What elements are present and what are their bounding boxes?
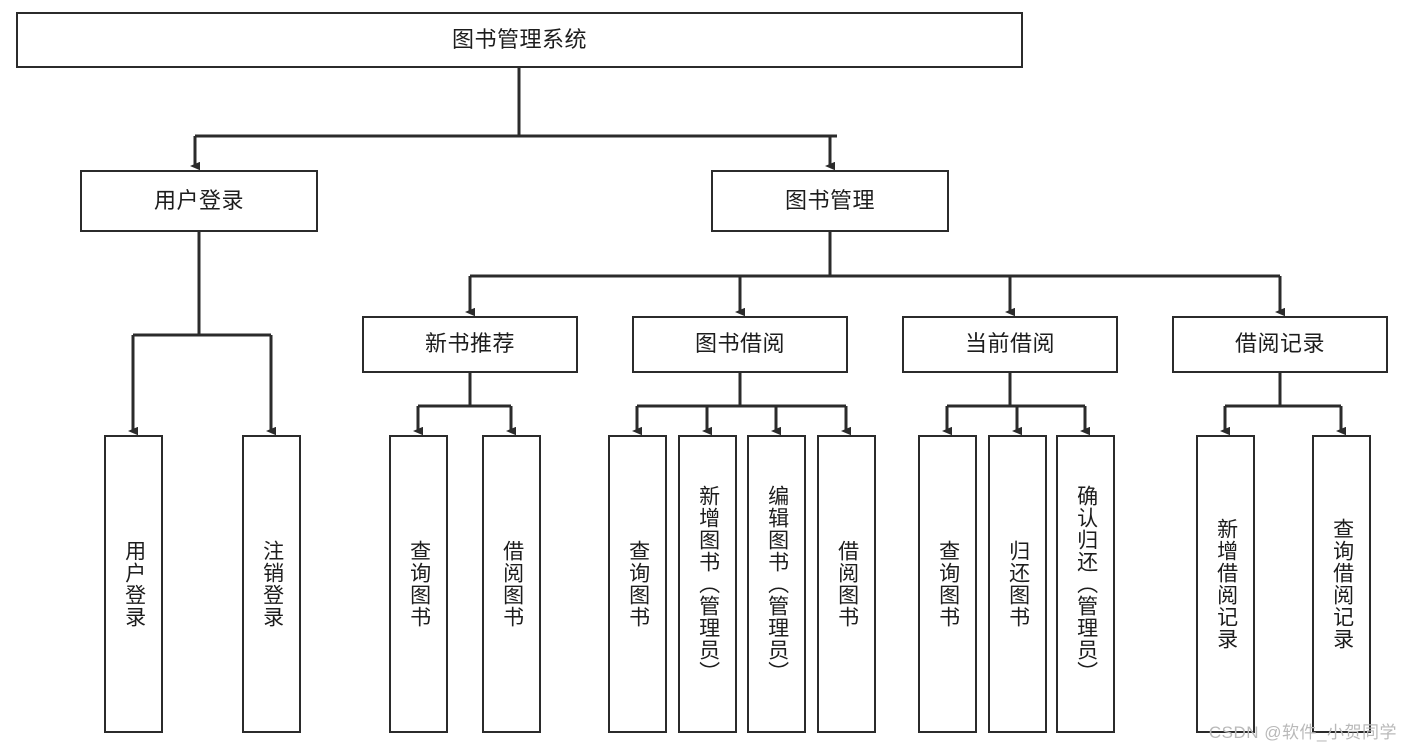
node-root[interactable]: 图书管理系统 bbox=[16, 12, 1023, 68]
node-login-label: 用户登录 bbox=[153, 187, 244, 213]
node-leaf-add-borrow-record[interactable]: 新增借阅记录 bbox=[1196, 435, 1255, 733]
node-leaf-edit-book-admin[interactable]: 编辑图书（管理员） bbox=[747, 435, 806, 733]
node-leaf-query-book-current-label: 查询图书 bbox=[936, 540, 960, 628]
node-leaf-confirm-return-admin-label: 确认归还（管理员） bbox=[1074, 485, 1098, 683]
node-leaf-edit-book-admin-label: 编辑图书（管理员） bbox=[765, 485, 789, 683]
node-book-mgmt-label: 图书管理 bbox=[784, 187, 875, 213]
node-leaf-add-book-admin[interactable]: 新增图书（管理员） bbox=[678, 435, 737, 733]
node-book-borrow[interactable]: 图书借阅 bbox=[632, 316, 848, 373]
node-leaf-query-book-rec-label: 查询图书 bbox=[407, 540, 431, 628]
node-leaf-return-book-label: 归还图书 bbox=[1006, 540, 1030, 628]
node-leaf-add-book-admin-label: 新增图书（管理员） bbox=[696, 485, 720, 683]
node-leaf-borrow-book[interactable]: 借阅图书 bbox=[817, 435, 876, 733]
node-leaf-borrow-book-rec-label: 借阅图书 bbox=[500, 540, 524, 628]
node-book-mgmt[interactable]: 图书管理 bbox=[711, 170, 949, 232]
node-leaf-borrow-book-rec[interactable]: 借阅图书 bbox=[482, 435, 541, 733]
node-new-book-rec[interactable]: 新书推荐 bbox=[362, 316, 578, 373]
node-leaf-borrow-book-label: 借阅图书 bbox=[835, 540, 859, 628]
node-leaf-query-borrow-record[interactable]: 查询借阅记录 bbox=[1312, 435, 1371, 733]
node-book-borrow-label: 图书借阅 bbox=[694, 331, 785, 357]
node-leaf-return-book[interactable]: 归还图书 bbox=[988, 435, 1047, 733]
node-leaf-query-book-borrow[interactable]: 查询图书 bbox=[608, 435, 667, 733]
node-root-label: 图书管理系统 bbox=[451, 26, 587, 52]
node-new-book-rec-label: 新书推荐 bbox=[424, 331, 515, 357]
node-leaf-logout[interactable]: 注销登录 bbox=[242, 435, 301, 733]
node-current-borrow[interactable]: 当前借阅 bbox=[902, 316, 1118, 373]
node-leaf-user-login-label: 用户登录 bbox=[122, 540, 146, 628]
node-current-borrow-label: 当前借阅 bbox=[964, 331, 1055, 357]
node-leaf-logout-label: 注销登录 bbox=[260, 540, 284, 628]
node-leaf-query-book-rec[interactable]: 查询图书 bbox=[389, 435, 448, 733]
node-login[interactable]: 用户登录 bbox=[80, 170, 318, 232]
node-leaf-query-book-current[interactable]: 查询图书 bbox=[918, 435, 977, 733]
node-leaf-confirm-return-admin[interactable]: 确认归还（管理员） bbox=[1056, 435, 1115, 733]
node-leaf-query-borrow-record-label: 查询借阅记录 bbox=[1330, 518, 1354, 650]
node-leaf-add-borrow-record-label: 新增借阅记录 bbox=[1214, 518, 1238, 650]
node-borrow-record[interactable]: 借阅记录 bbox=[1172, 316, 1388, 373]
node-leaf-query-book-borrow-label: 查询图书 bbox=[626, 540, 650, 628]
node-leaf-user-login[interactable]: 用户登录 bbox=[104, 435, 163, 733]
node-borrow-record-label: 借阅记录 bbox=[1234, 331, 1325, 357]
